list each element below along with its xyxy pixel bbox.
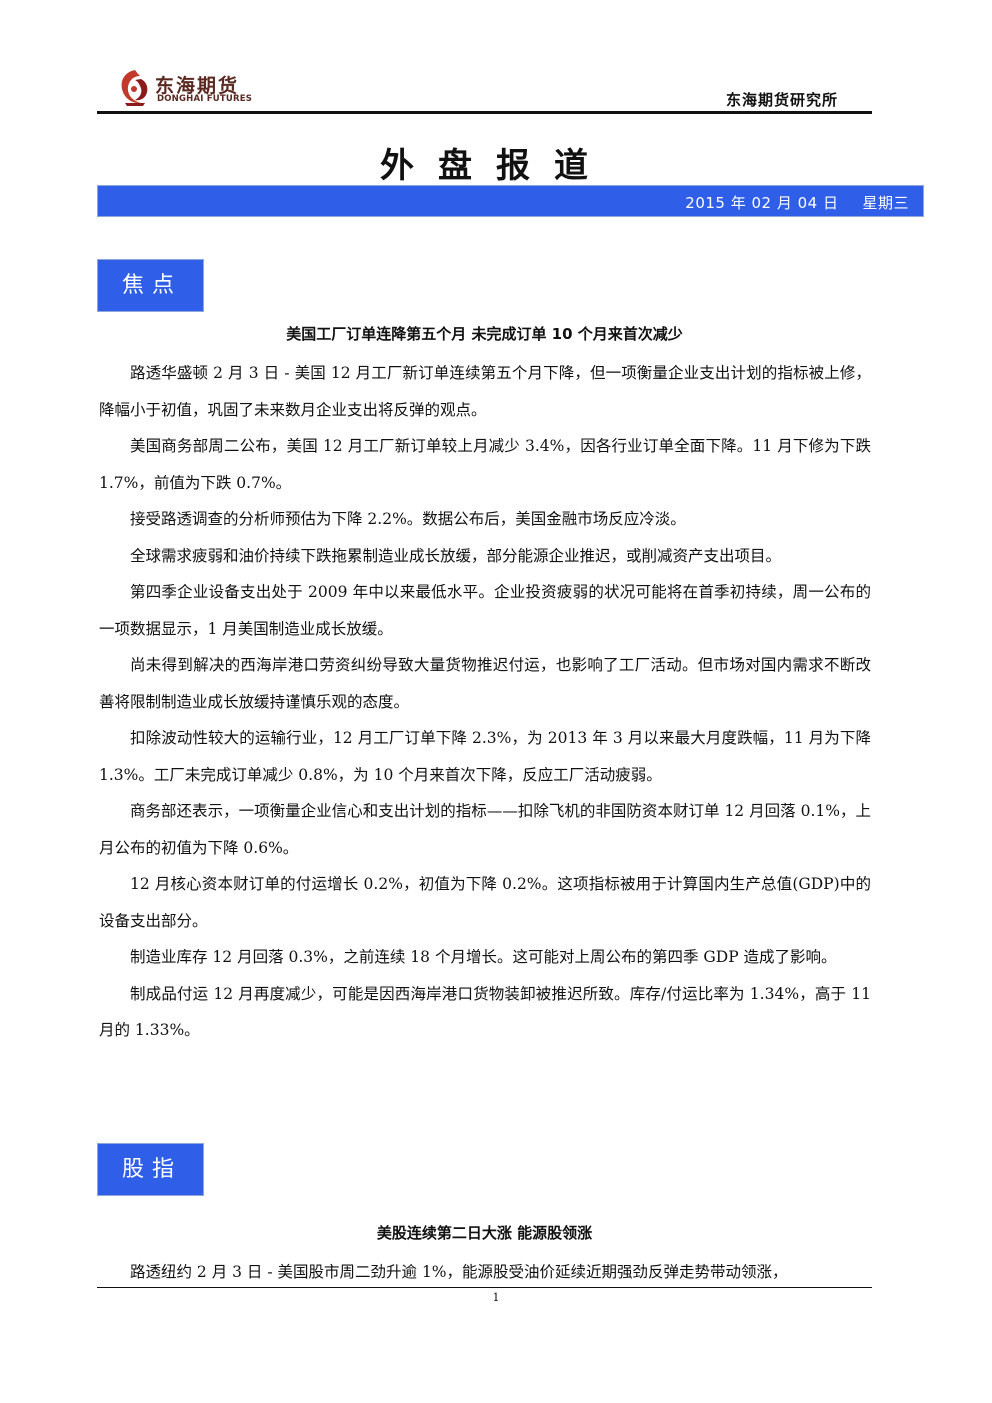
report-weekday: 星期三 xyxy=(862,194,909,212)
paragraph: 制造业库存 12 月回落 0.3%，之前连续 18 个月增长。这可能对上周公布的… xyxy=(130,948,837,966)
paragraph: 美国商务部周二公布，美国 12 月工厂新订单较上月减少 3.4%，因各行业订单全… xyxy=(99,437,871,492)
report-title: 外盘报道 xyxy=(380,146,612,186)
paragraph: 路透华盛顿 2 月 3 日 - 美国 12 月工厂新订单连续第五个月下降，但一项… xyxy=(99,364,871,419)
institute-name: 东海期货研究所 xyxy=(725,91,838,109)
footer-divider xyxy=(97,1287,872,1288)
section-tab-index: 股指 xyxy=(97,1143,204,1196)
logo-chinese-text: 东海期货 xyxy=(155,75,240,97)
paragraph: 接受路透调查的分析师预估为下降 2.2%。数据公布后，美国金融市场反应冷淡。 xyxy=(130,510,686,528)
logo-english-text: DONGHAI FUTURES xyxy=(157,94,253,104)
section-tab-focus: 焦点 xyxy=(97,259,204,312)
paragraph: 扣除波动性较大的运输行业，12 月工厂订单下降 2.3%，为 2013 年 3 … xyxy=(99,729,871,784)
report-date: 2015 年 02 月 04 日 xyxy=(685,194,839,212)
paragraph: 全球需求疲弱和油价持续下跌拖累制造业成长放缓，部分能源企业推迟，或削减资产支出项… xyxy=(130,546,782,565)
article-body: 路透纽约 2 月 3 日 - 美国股市周二劲升逾 1%，能源股受油价延续近期强劲… xyxy=(99,1254,871,1291)
paragraph: 路透纽约 2 月 3 日 - 美国股市周二劲升逾 1%，能源股受油价延续近期强劲… xyxy=(130,1263,788,1281)
section-headline: 美国工厂订单连降第五个月 未完成订单 10 个月来首次减少 xyxy=(286,325,683,343)
paragraph: 尚未得到解决的西海岸港口劳资纠纷导致大量货物推迟付运，也影响了工厂活动。但市场对… xyxy=(99,656,871,711)
date-bar: 2015 年 02 月 04 日 星期三 xyxy=(97,185,924,217)
date-line: 2015 年 02 月 04 日 星期三 xyxy=(685,192,909,213)
section-headline: 美股连续第二日大涨 能源股领涨 xyxy=(376,1224,593,1242)
dragon-logo-icon xyxy=(121,70,148,106)
paragraph: 第四季企业设备支出处于 2009 年中以来最低水平。企业投资疲弱的状况可能将在首… xyxy=(99,583,871,638)
paragraph: 商务部还表示，一项衡量企业信心和支出计划的指标——扣除飞机的非国防资本财订单 1… xyxy=(99,802,871,857)
page-header: 东海期货 DONGHAI FUTURES 东海期货研究所 xyxy=(97,62,872,112)
paragraph: 制成品付运 12 月再度减少，可能是因西海岸港口货物装卸被推迟所致。库存/付运比… xyxy=(99,984,871,1040)
donghai-logo: 东海期货 DONGHAI FUTURES xyxy=(117,67,277,109)
page-number: 1 xyxy=(492,1291,500,1304)
article-body: 路透华盛顿 2 月 3 日 - 美国 12 月工厂新订单连续第五个月下降，但一项… xyxy=(99,355,871,1049)
paragraph: 12 月核心资本财订单的付运增长 0.2%，初值为下降 0.2%。这项指标被用于… xyxy=(99,875,871,930)
header-divider xyxy=(97,111,872,114)
